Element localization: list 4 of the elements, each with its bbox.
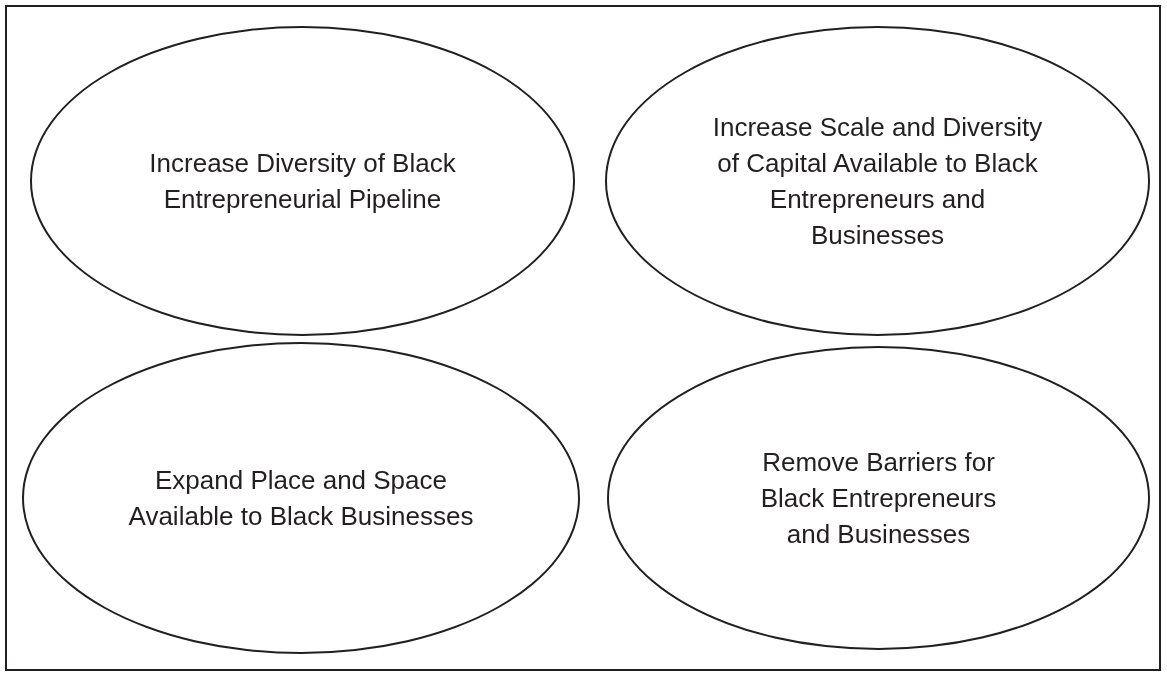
node-label: Remove Barriers for Black Entrepreneurs and Businesses <box>759 446 998 551</box>
node-label: Increase Scale and Diversity of Capital Available to Black Entrepreneurs and Businesses <box>711 111 1044 252</box>
node-label: Expand Place and Space Available to Black Businesses <box>127 464 475 533</box>
node-label: Increase Diversity of Black Entrepreneurial Pipeline <box>148 147 457 216</box>
